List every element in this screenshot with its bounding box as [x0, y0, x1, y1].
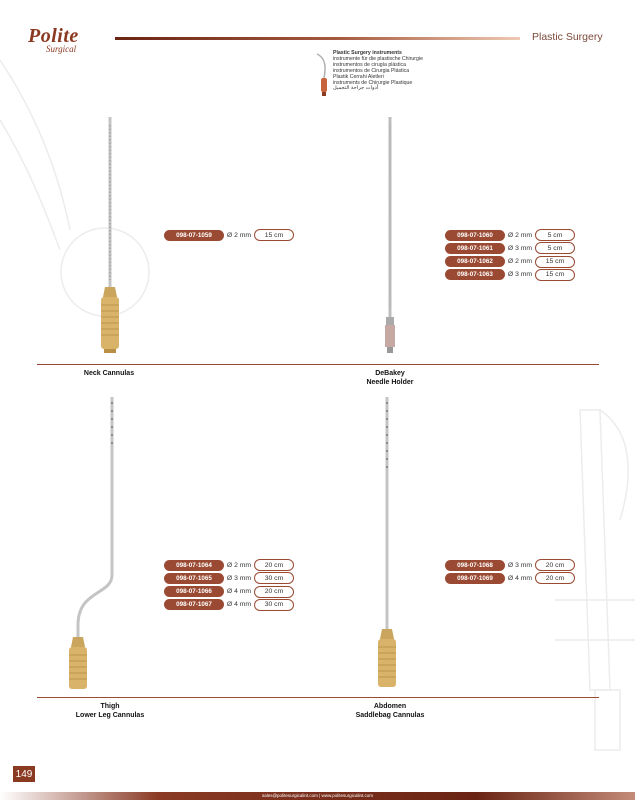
product-diameter: Ø 3 mm: [226, 574, 252, 582]
product-diameter: Ø 3 mm: [507, 244, 533, 252]
code-row: 098-07-1068 Ø 3 mm 20 cm: [445, 559, 575, 571]
product-diameter: Ø 2 mm: [226, 231, 252, 239]
product-length: 15 cm: [535, 255, 575, 268]
product-diameter: Ø 4 mm: [226, 588, 252, 596]
product-diameter: Ø 2 mm: [226, 561, 252, 569]
product-length: 20 cm: [535, 572, 575, 585]
code-table-abdomen-cannulas: 098-07-1068 Ø 3 mm 20 cm 098-07-1069 Ø 4…: [445, 559, 575, 586]
code-row: 098-07-1066 Ø 4 mm 20 cm: [164, 585, 294, 598]
footer-bar: [0, 792, 635, 800]
thigh-cannula-image: [69, 397, 114, 689]
product-length: 5 cm: [535, 229, 575, 241]
product-code: 098-07-1059: [164, 229, 224, 241]
section-divider: [37, 364, 599, 365]
footer-contact: sales@politesurgicalint.com | www.polite…: [261, 793, 374, 798]
caption-debakey: DeBakey Needle Holder: [340, 370, 440, 387]
caption-thigh-cannulas: Thigh Lower Leg Cannulas: [50, 703, 170, 720]
language-line: Plastik Cerrahi Aletleri: [333, 73, 384, 80]
language-line: instrumentos de Cirurgia Plástica: [333, 67, 410, 74]
caption-line: DeBakey: [375, 370, 405, 377]
product-code: 098-07-1061: [445, 242, 505, 254]
code-row: 098-07-1065 Ø 3 mm 30 cm: [164, 572, 294, 585]
cannula-thumbnail-icon: [316, 53, 327, 96]
brand-subtitle: Surgical: [46, 44, 77, 54]
caption-abdomen-cannulas: Abdomen Saddlebag Cannulas: [330, 703, 450, 720]
code-row: 098-07-1062 Ø 2 mm 15 cm: [445, 255, 575, 268]
code-row: 098-07-1064 Ø 2 mm 20 cm: [164, 559, 294, 571]
language-line: instrumentos de cirugía plástica: [333, 61, 406, 68]
caption-line: Abdomen: [373, 703, 407, 710]
code-row: 098-07-1063 Ø 3 mm 15 cm: [445, 268, 575, 281]
product-length: 20 cm: [535, 559, 575, 571]
product-length: 20 cm: [254, 585, 294, 598]
product-length: 30 cm: [254, 572, 294, 585]
product-code: 098-07-1062: [445, 256, 505, 268]
product-code: 098-07-1066: [164, 586, 224, 598]
caption-line: Thigh: [100, 703, 120, 710]
product-code: 098-07-1065: [164, 572, 224, 584]
code-row: 098-07-1060 Ø 2 mm 5 cm: [445, 229, 575, 241]
product-diameter: Ø 2 mm: [507, 231, 533, 239]
product-length: 5 cm: [535, 242, 575, 255]
caption-line: Neck Cannulas: [83, 370, 135, 377]
product-length: 30 cm: [254, 598, 294, 611]
caption-line: Needle Holder: [366, 378, 414, 386]
language-line: instruments de Chirurgie Plastique: [333, 79, 413, 86]
section-title: Plastic Surgery: [532, 31, 603, 43]
section-divider: [37, 697, 599, 698]
product-diameter: Ø 3 mm: [507, 271, 533, 279]
code-row: 098-07-1067 Ø 4 mm 30 cm: [164, 598, 294, 611]
brand-logo: Polite: [28, 25, 79, 47]
product-length: 20 cm: [254, 559, 294, 571]
header-bar: [115, 37, 520, 40]
language-line: instrumente für die plastische Chirurgie: [333, 55, 423, 62]
neck-cannula-image: [101, 117, 119, 353]
code-table-debakey: 098-07-1060 Ø 2 mm 5 cm 098-07-1061 Ø 3 …: [445, 229, 575, 282]
code-row: 098-07-1059 Ø 2 mm 15 cm: [164, 229, 294, 241]
product-diameter: Ø 4 mm: [226, 601, 252, 609]
caption-line: Saddlebag Cannulas: [355, 711, 425, 719]
product-code: 098-07-1063: [445, 269, 505, 281]
code-table-thigh-cannulas: 098-07-1064 Ø 2 mm 20 cm 098-07-1065 Ø 3…: [164, 559, 294, 612]
product-code: 098-07-1068: [445, 559, 505, 571]
caption-neck-cannulas: Neck Cannulas: [59, 370, 159, 379]
product-code: 098-07-1069: [445, 572, 505, 584]
abdomen-cannula-image: [378, 397, 396, 687]
code-table-neck-cannulas: 098-07-1059 Ø 2 mm 15 cm: [164, 229, 294, 242]
product-diameter: Ø 4 mm: [507, 574, 533, 582]
multilingual-title: Plastic Surgery instruments instrumente …: [333, 50, 423, 92]
product-code: 098-07-1064: [164, 559, 224, 571]
product-diameter: Ø 3 mm: [507, 561, 533, 569]
code-row: 098-07-1061 Ø 3 mm 5 cm: [445, 242, 575, 255]
debakey-needle-holder-image: [385, 117, 395, 353]
product-diameter: Ø 2 mm: [507, 258, 533, 266]
product-length: 15 cm: [254, 229, 294, 241]
product-code: 098-07-1067: [164, 599, 224, 611]
language-line: Plastic Surgery instruments: [333, 50, 402, 56]
page-number: 149: [13, 766, 35, 782]
language-line: أدوات جراحة التجميل: [333, 85, 379, 92]
code-row: 098-07-1069 Ø 4 mm 20 cm: [445, 572, 575, 585]
caption-line: Lower Leg Cannulas: [75, 711, 145, 719]
product-code: 098-07-1060: [445, 229, 505, 241]
product-length: 15 cm: [535, 268, 575, 281]
